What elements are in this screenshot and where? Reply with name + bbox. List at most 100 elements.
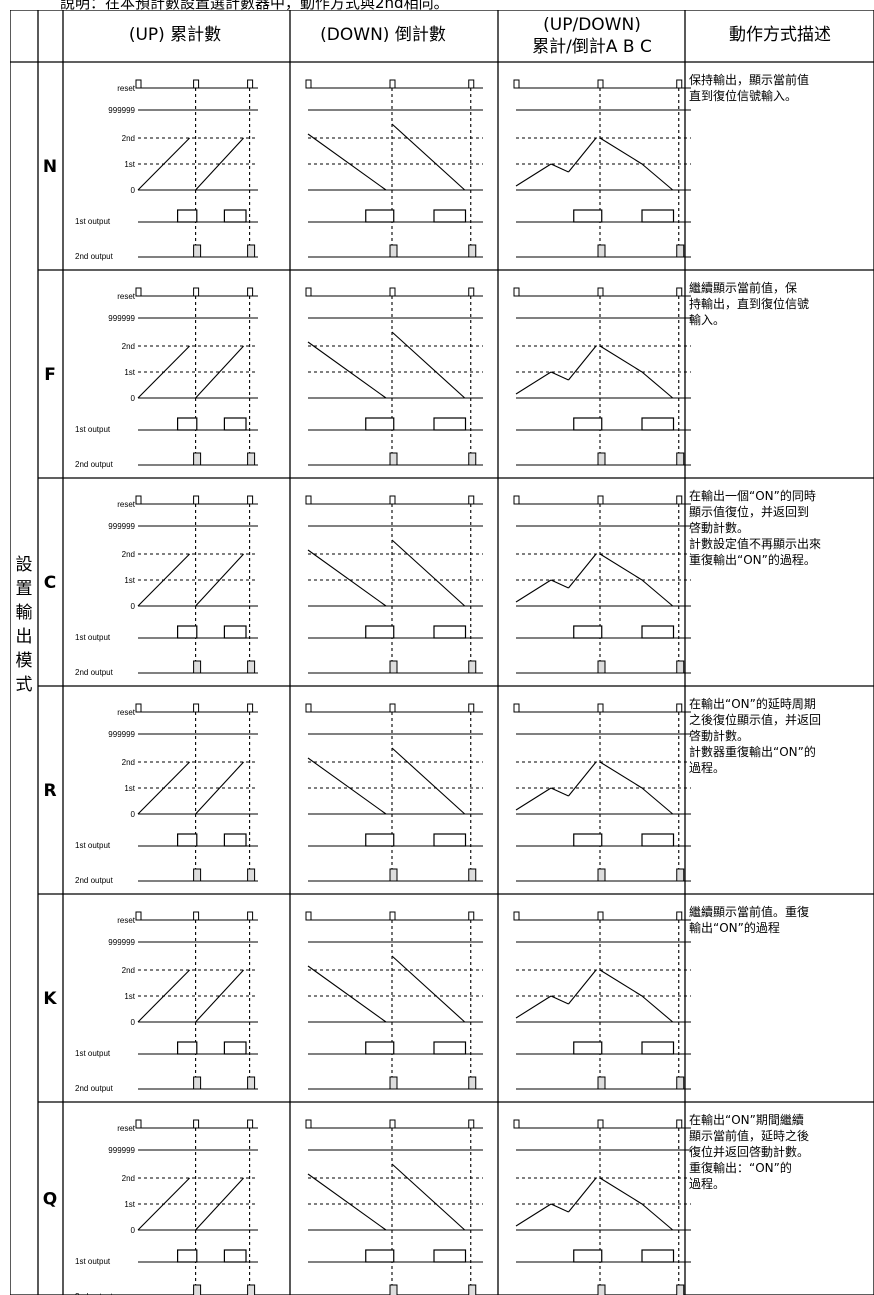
signal-label: 2nd output [75,668,114,677]
signal-label: 0 [131,1018,136,1027]
mode-code: F [44,365,56,385]
top-note: 說明：在本預計數設置選計數器中，動作方式與2nd相同。 [60,0,449,12]
signal-label: 999999 [108,106,135,115]
signal-label: 0 [131,186,136,195]
waveform-updown [513,287,691,466]
signal-label: 1st output [75,1049,111,1058]
header-down: (DOWN) 倒計數 [320,25,446,45]
waveform-down [305,79,483,258]
side-label-char: 輸 [16,603,33,623]
mode-description-line: 啓動計數。 [689,728,749,743]
waveform-down [305,703,483,882]
mode-description-line: 繼續顯示當前值。重復 [689,904,809,919]
waveform-updown [513,911,691,1090]
mode-description-line: 輸出“ON”的過程 [689,920,780,935]
signal-label: 2nd output [75,1292,114,1295]
waveform-updown [513,79,691,258]
column-headers: (UP) 累計數 (DOWN) 倒計數 (UP/DOWN) 累計/倒計A B C… [129,15,831,57]
signal-label: 1st output [75,841,111,850]
mode-description-line: 繼續顯示當前值，保 [689,280,797,295]
signal-label: 1st [124,368,135,377]
signal-label: reset [117,500,136,509]
mode-code: N [43,157,57,177]
table-grid-lines [10,10,874,1295]
signal-label: reset [117,916,136,925]
mode-description-line: 過程。 [689,1176,725,1191]
mode-description-line: 在輸出一個“ON”的同時 [689,488,816,503]
signal-label: reset [117,292,136,301]
signal-label: 0 [131,1226,136,1235]
signal-label: 0 [131,810,136,819]
waveform-up: reset 999999 2nd 1st 0 1st output 2nd output [75,703,258,885]
mode-code: K [43,989,57,1009]
signal-label: reset [117,708,136,717]
mode-description-line: 在輸出“ON”的延時周期 [689,696,816,711]
header-up: (UP) 累計數 [129,25,221,45]
mode-description-line: 顯示當前值，延時之後 [689,1128,809,1143]
mode-description-line: 計數器重復輸出“ON”的 [689,744,816,759]
mode-description-line: 計數設定值不再顯示出來 [689,536,821,551]
waveform-updown [513,495,691,674]
signal-label: 1st output [75,425,111,434]
header-updown-line2: 累計/倒計A B C [532,37,652,57]
signal-label: reset [117,84,136,93]
signal-label: 0 [131,394,136,403]
signal-label: 999999 [108,730,135,739]
mode-description-line: 持輸出，直到復位信號 [689,296,809,311]
mode-code: C [44,573,56,593]
waveform-down [305,287,483,466]
signal-label: 2nd output [75,252,114,261]
signal-label: 999999 [108,314,135,323]
signal-label: 2nd [122,758,135,767]
waveform-down [305,495,483,674]
signal-label: 0 [131,602,136,611]
signal-label: 2nd output [75,1084,114,1093]
header-description: 動作方式描述 [729,25,831,45]
signal-label: 2nd [122,966,135,975]
side-label-char: 出 [16,627,33,647]
mode-code: Q [43,1190,57,1210]
signal-label: 999999 [108,522,135,531]
signal-label: 2nd output [75,460,114,469]
waveform-updown [513,703,691,882]
mode-description-line: 直到復位信號輸入。 [689,88,797,103]
signal-label: 2nd [122,1174,135,1183]
side-label-char: 式 [16,675,33,695]
side-label-char: 設 [16,555,33,575]
signal-label: 1st [124,160,135,169]
mode-description-line: 顯示值復位，并返回到 [689,504,809,519]
signal-label: 1st [124,992,135,1001]
mode-description-line: 過程。 [689,760,725,775]
signal-label: reset [117,1124,136,1133]
waveform-updown [513,1119,691,1295]
mode-description-line: 在輸出“ON”期間繼續 [689,1112,804,1127]
signal-label: 1st [124,576,135,585]
mode-code: R [43,781,56,801]
mode-description-line: 之後復位顯示值，并返回 [689,712,821,727]
signal-label: 999999 [108,938,135,947]
header-updown-line1: (UP/DOWN) [543,15,641,35]
mode-description-line: 重復輸出“ON”的過程。 [689,552,816,567]
signal-label: 1st [124,1200,135,1209]
waveform-down [305,1119,483,1295]
signal-label: 1st [124,784,135,793]
side-label-char: 置 [16,579,33,599]
side-label-char: 模 [16,651,33,671]
waveform-down [305,911,483,1090]
mode-description-line: 啓動計數。 [689,520,749,535]
mode-description-line: 保持輸出，顯示當前值 [689,72,809,87]
signal-label: 2nd output [75,876,114,885]
mode-description-line: 重復輸出：“ON”的 [689,1160,792,1175]
mode-description-line: 輸入。 [689,312,725,327]
signal-label: 1st output [75,633,111,642]
